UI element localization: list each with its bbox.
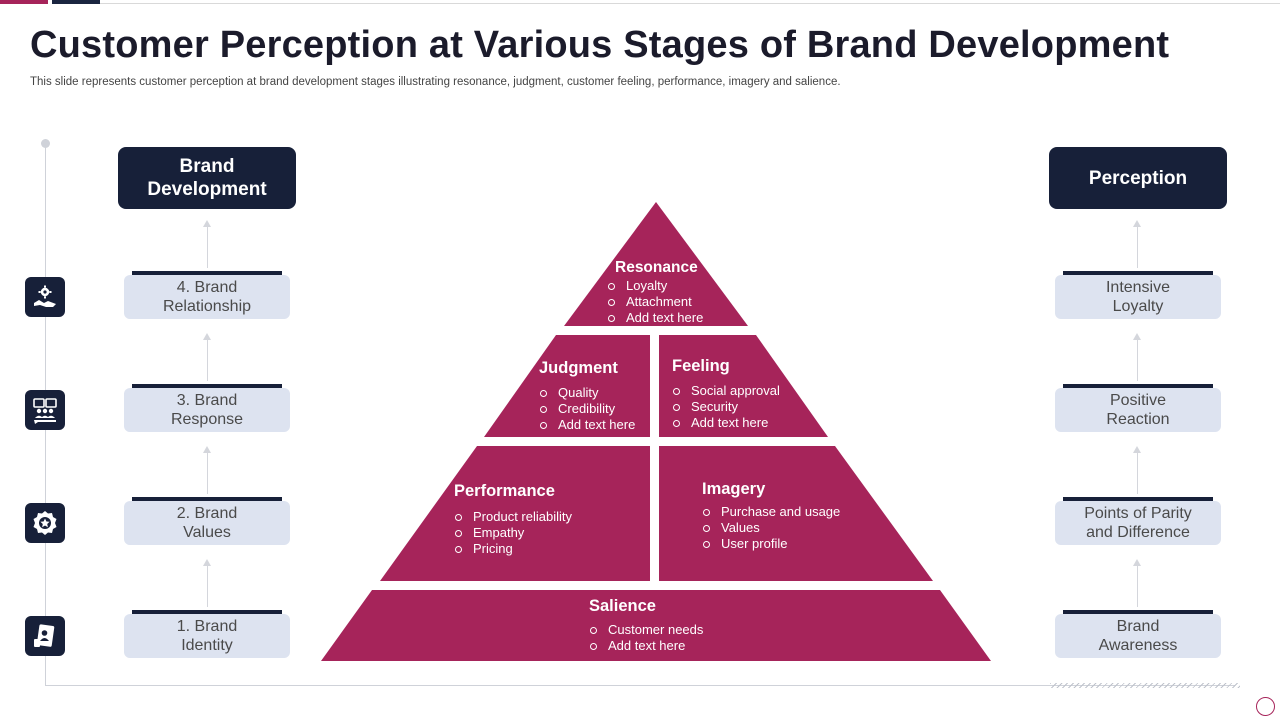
pyramid-tier-salience [321, 590, 991, 661]
pyramid-tier-imagery [659, 446, 933, 581]
list-item: Pricing [455, 541, 572, 557]
list-item: Values [703, 520, 840, 536]
up-arrow [203, 220, 211, 268]
timeline-start-dot [41, 139, 50, 148]
up-arrow [1133, 220, 1141, 268]
accent-segment-navy [52, 0, 100, 4]
top-accent-bar [0, 0, 1280, 4]
slide-subtitle: This slide represents customer perceptio… [30, 76, 841, 88]
perception-label: Positive Reaction [1106, 392, 1170, 428]
stage-bar [1063, 384, 1213, 389]
perception-brand-awareness: Brand Awareness [1055, 614, 1221, 658]
award-badge-icon [25, 503, 65, 543]
salience-list: Customer needs Add text here [590, 622, 703, 654]
perception-header-text: Perception [1088, 167, 1188, 189]
id-card-icon [25, 616, 65, 656]
stage-bar [1063, 497, 1213, 502]
list-item: User profile [703, 536, 840, 552]
stage-bar [132, 610, 282, 615]
perception-label: Points of Parity and Difference [1084, 505, 1192, 541]
stage-label: 3. Brand Response [170, 392, 244, 428]
up-arrow [203, 333, 211, 381]
perception-header: Perception [1049, 147, 1227, 209]
stage-bar [1063, 271, 1213, 276]
list-item: Quality [540, 385, 635, 401]
stage-bar [1063, 610, 1213, 615]
perception-label: Intensive Loyalty [1105, 279, 1171, 315]
stage-brand-response: 3. Brand Response [124, 388, 290, 432]
up-arrow [203, 446, 211, 494]
feeling-title: Feeling [672, 357, 730, 375]
list-item: Product reliability [455, 509, 572, 525]
stage-label: 4. Brand Relationship [162, 279, 252, 315]
list-item: Empathy [455, 525, 572, 541]
pyramid-tier-resonance [564, 202, 748, 326]
stage-brand-values: 2. Brand Values [124, 501, 290, 545]
stage-label: 2. Brand Values [176, 505, 238, 541]
pyramid-tier-judgment [484, 335, 650, 437]
accent-segment-pink [0, 0, 48, 4]
up-arrow [1133, 446, 1141, 494]
handshake-gear-icon [25, 277, 65, 317]
brand-development-header-text: Brand Development [147, 156, 267, 200]
list-item: Credibility [540, 401, 635, 417]
performance-list: Product reliability Empathy Pricing [455, 509, 572, 557]
list-item: Purchase and usage [703, 504, 840, 520]
performance-title: Performance [454, 482, 555, 500]
resonance-list: Loyalty Attachment Add text here [608, 278, 703, 326]
resonance-title: Resonance [615, 259, 698, 276]
team-chat-icon [25, 390, 65, 430]
up-arrow [1133, 559, 1141, 607]
imagery-title: Imagery [702, 480, 766, 498]
perception-intensive-loyalty: Intensive Loyalty [1055, 275, 1221, 319]
up-arrow [1133, 333, 1141, 381]
stage-bar [132, 384, 282, 389]
list-item: Social approval [673, 383, 780, 399]
list-item: Add text here [673, 415, 780, 431]
list-item: Loyalty [608, 278, 703, 294]
list-item: Security [673, 399, 780, 415]
top-rule [100, 3, 1280, 4]
judgment-title: Judgment [539, 359, 618, 377]
slide-title: Customer Perception at Various Stages of… [30, 24, 1170, 66]
stage-label: 1. Brand Identity [176, 618, 238, 654]
judgment-list: Quality Credibility Add text here [540, 385, 635, 433]
corner-circle-decoration [1256, 697, 1275, 716]
stage-bar [132, 271, 282, 276]
list-item: Add text here [540, 417, 635, 433]
salience-title: Salience [589, 597, 656, 615]
perception-positive-reaction: Positive Reaction [1055, 388, 1221, 432]
list-item: Attachment [608, 294, 703, 310]
perception-label: Brand Awareness [1098, 618, 1178, 654]
bottom-axis [45, 685, 1235, 686]
list-item: Customer needs [590, 622, 703, 638]
pyramid-tier-feeling [659, 335, 828, 437]
pyramid-tier-performance [380, 446, 650, 581]
list-item: Add text here [608, 310, 703, 326]
stage-brand-identity: 1. Brand Identity [124, 614, 290, 658]
brand-development-header: Brand Development [118, 147, 296, 209]
hatch-decoration [1050, 683, 1240, 688]
perception-points-of-parity: Points of Parity and Difference [1055, 501, 1221, 545]
stage-bar [132, 497, 282, 502]
up-arrow [203, 559, 211, 607]
imagery-list: Purchase and usage Values User profile [703, 504, 840, 552]
stage-brand-relationship: 4. Brand Relationship [124, 275, 290, 319]
list-item: Add text here [590, 638, 703, 654]
feeling-list: Social approval Security Add text here [673, 383, 780, 431]
